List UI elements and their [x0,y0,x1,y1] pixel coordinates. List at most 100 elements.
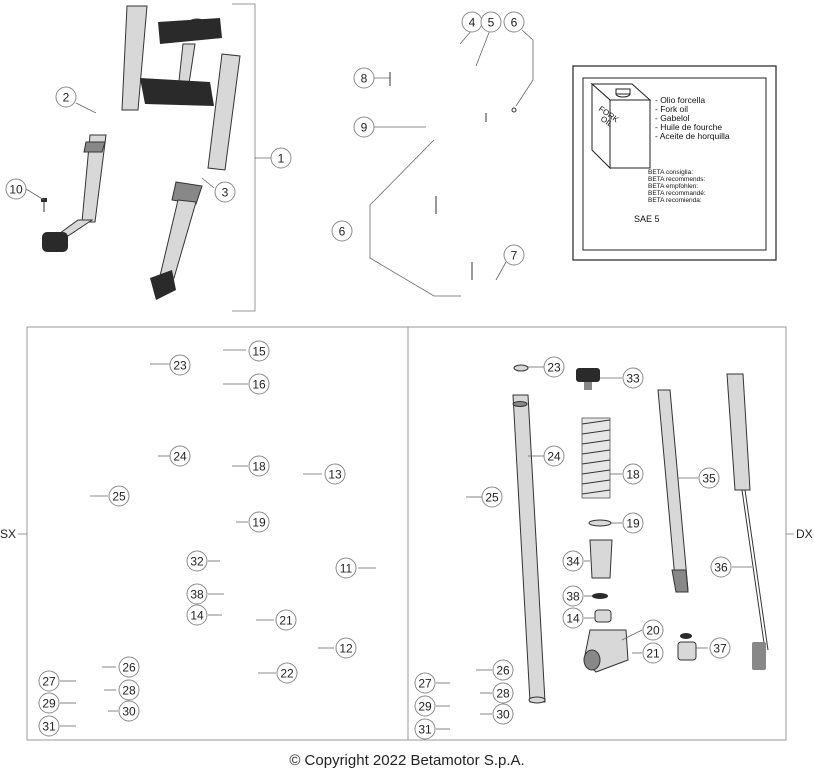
callout-circle [709,637,731,659]
beta-recommends-it: BETA consiglia: [648,169,693,176]
callout-number: 33 [626,372,640,386]
callout-circle [335,557,357,579]
callout-28: 28 [492,682,514,704]
callout-34: 34 [562,550,584,572]
callout-18: 18 [622,463,644,485]
callout-31: 31 [38,715,60,737]
callout-circle [38,670,60,692]
callout-25: 25 [481,486,503,508]
callout-number: 14 [190,609,204,623]
callout-4: 4 [461,11,483,33]
callout-38: 38 [186,583,208,605]
callout-38: 38 [562,585,584,607]
callout-number: 30 [496,708,510,722]
callout-number: 30 [122,705,136,719]
callout-number: 31 [418,723,432,737]
callout-number: 20 [646,624,660,638]
callout-circle [543,445,565,467]
callout-number: 23 [547,361,561,375]
oil-can-icon: FORK OIL [590,82,652,170]
callout-number: 35 [702,472,716,486]
callout-circle [622,512,644,534]
fork-assembly-drawing [41,3,256,312]
fork-oil-panel: FORK OIL - Olio forcella - Fork oil - Ga… [572,65,777,261]
callout-circle [480,11,502,33]
callout-circle [503,11,525,33]
callout-25: 25 [108,485,130,507]
callout-circle [108,485,130,507]
beta-recommends-fr: BETA recommandé: [648,190,706,197]
callout-circle [5,178,27,200]
callout-21: 21 [642,642,664,664]
callout-number: 15 [252,345,266,359]
callout-number: 16 [252,378,266,392]
callout-number: 10 [9,183,23,197]
callout-circle [169,445,191,467]
callout-15: 15 [248,340,270,362]
callout-9: 9 [353,116,375,138]
callout-8: 8 [353,67,375,89]
copyright-notice: © Copyright 2022 Betamotor S.p.A. [289,752,525,769]
callout-20: 20 [642,619,664,641]
callout-31: 31 [414,718,436,740]
callout-number: 38 [566,590,580,604]
callout-circle [414,672,436,694]
beta-recommends-es: BETA recomienda: [648,197,702,204]
callout-circle [353,67,375,89]
callout-circle [186,550,208,572]
callout-number: 7 [511,249,518,263]
callout-14: 14 [186,604,208,626]
callout-circle [503,244,525,266]
callout-23: 23 [543,356,565,378]
callout-30: 30 [118,700,140,722]
callout-circle [710,556,732,578]
callout-23: 23 [169,354,191,376]
callout-number: 24 [547,450,561,464]
callout-number: 8 [361,72,368,86]
callout-circle [698,467,720,489]
callout-circle [543,356,565,378]
callout-32: 32 [186,550,208,572]
callout-circle [169,354,191,376]
callout-27: 27 [414,672,436,694]
callout-13: 13 [324,463,346,485]
callout-circle [248,511,270,533]
callout-circle [55,86,77,108]
callout-circle [38,692,60,714]
callout-circle [186,604,208,626]
callout-number: 38 [190,588,204,602]
callout-circle [118,656,140,678]
callout-number: 1 [278,152,285,166]
bottom-panels: SX DX [0,326,813,741]
callout-11: 11 [335,557,357,579]
callout-circle [353,116,375,138]
side-label-dx: DX [796,527,813,541]
callout-number: 29 [42,697,56,711]
callout-circle [275,609,297,631]
leader-lines [25,29,752,730]
callout-circle [248,455,270,477]
callout-number: 28 [496,687,510,701]
dx-fork-exploded-drawing [512,364,769,704]
callout-number: 18 [626,468,640,482]
callout-circle [562,585,584,607]
callout-circle [248,340,270,362]
callout-27: 27 [38,670,60,692]
callout-19: 19 [248,511,270,533]
callout-circle [492,703,514,725]
oil-grade: SAE 5 [634,214,660,224]
beta-recommends-de: BETA empfohlen: [648,183,698,190]
callout-29: 29 [38,692,60,714]
callout-circle [622,463,644,485]
callout-number: 22 [280,667,294,681]
callout-number: 12 [339,642,353,656]
callout-number: 5 [488,16,495,30]
callout-number: 31 [42,720,56,734]
callout-12: 12 [335,637,357,659]
callout-14: 14 [562,607,584,629]
callout-number: 28 [122,684,136,698]
callout-number: 27 [42,675,56,689]
callout-19: 19 [622,512,644,534]
oil-name-en: - Fork oil [655,104,688,114]
callout-number: 34 [566,555,580,569]
